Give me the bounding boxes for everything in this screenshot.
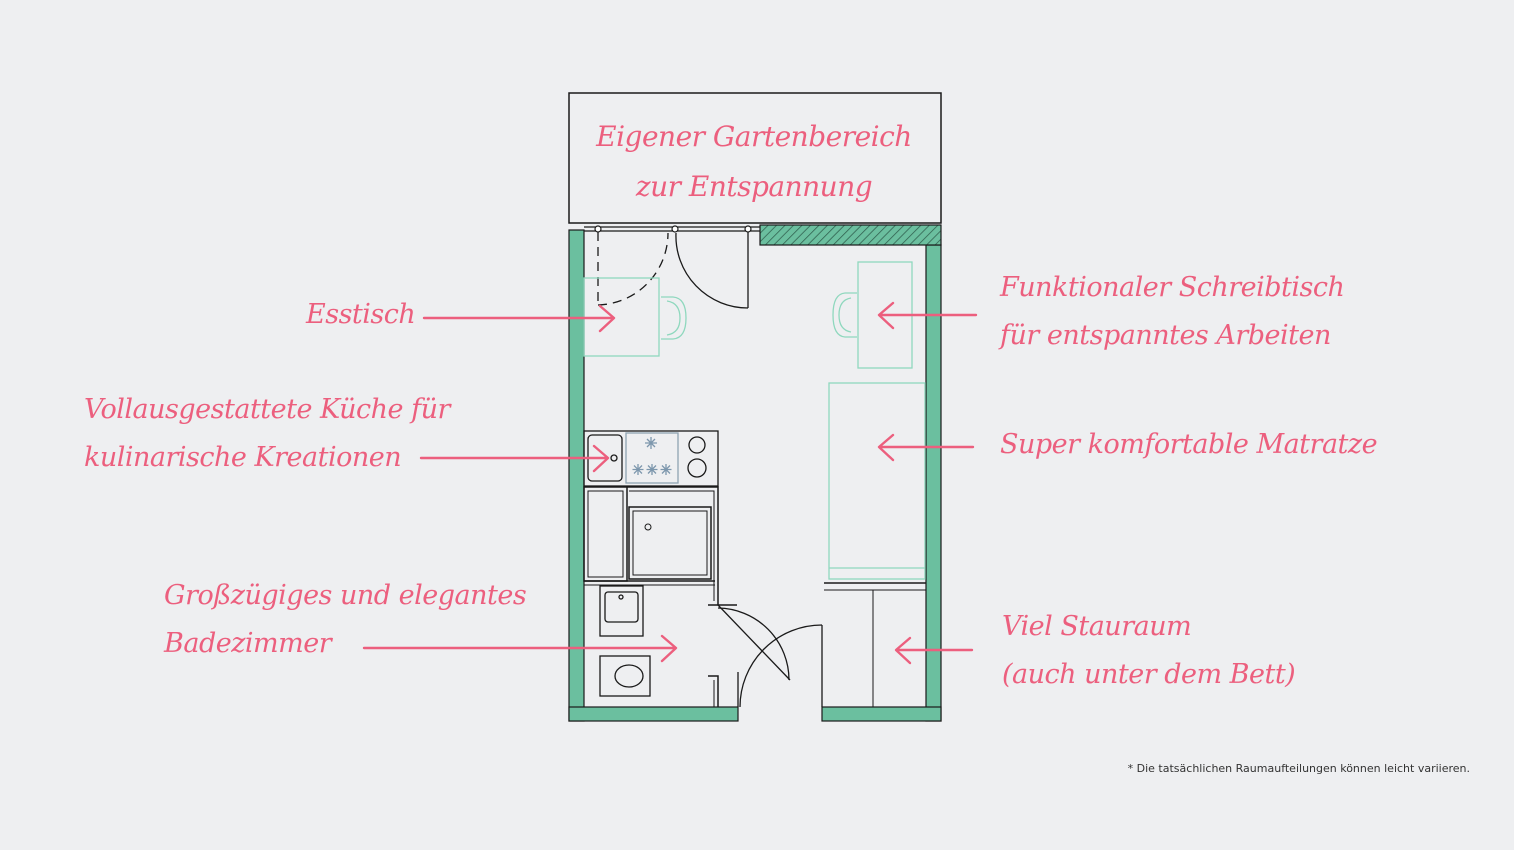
- doors: [717, 604, 823, 708]
- annotation-arrows: [362, 301, 978, 665]
- arrow-mattress: [877, 433, 975, 462]
- label-desk-line1: Funktionaler Schreibtisch: [1000, 272, 1345, 303]
- top-wall-hatched: [759, 224, 942, 246]
- label-storage-line1: Viel Stauraum: [1002, 611, 1192, 642]
- stove-burners: [632, 437, 672, 475]
- label-dining-line1: Esstisch: [306, 299, 416, 330]
- label-bathroom-line1: Großzügiges und elegantes: [164, 580, 527, 611]
- window-front: [584, 225, 760, 233]
- bathroom-fixtures: [599, 585, 651, 697]
- label-desk-line2: für entspanntes Arbeiten: [1000, 320, 1331, 351]
- label-mattress-line1: Super komfortable Matratze: [1000, 429, 1378, 460]
- label-kitchen-line2: kulinarische Kreationen: [84, 442, 402, 473]
- label-bathroom-line2: Badezimmer: [164, 628, 332, 659]
- bed: [828, 382, 926, 580]
- label-desk: Funktionaler Schreibtisch für entspannte…: [1000, 264, 1345, 360]
- patio-door: [597, 232, 749, 309]
- outer-walls: [568, 229, 942, 722]
- footnote: * Die tatsächlichen Raumaufteilungen kön…: [1127, 762, 1470, 775]
- label-garden-line1: Eigener Gartenbereich: [596, 120, 912, 153]
- arrow-bathroom: [362, 634, 678, 663]
- interior-walls: [583, 486, 926, 707]
- label-kitchen: Vollausgestattete Küche für kulinarische…: [84, 386, 450, 482]
- label-kitchen-line1: Vollausgestattete Küche für: [84, 394, 450, 425]
- arrow-storage: [894, 636, 974, 665]
- arrow-kitchen: [419, 444, 610, 473]
- label-bathroom: Großzügiges und elegantes Badezimmer: [164, 572, 527, 668]
- desk: [832, 261, 913, 369]
- label-dining: Esstisch: [306, 291, 416, 339]
- label-garden-line2: zur Entspannung: [635, 170, 873, 203]
- arrow-dining: [422, 304, 616, 333]
- label-storage: Viel Stauraum (auch unter dem Bett): [1002, 603, 1296, 699]
- label-mattress: Super komfortable Matratze: [1000, 421, 1378, 469]
- arrow-desk: [877, 301, 978, 330]
- label-storage-line2: (auch unter dem Bett): [1002, 659, 1296, 690]
- label-garden: Eigener Gartenbereich zur Entspannung: [569, 112, 939, 212]
- garden-area: [568, 92, 942, 224]
